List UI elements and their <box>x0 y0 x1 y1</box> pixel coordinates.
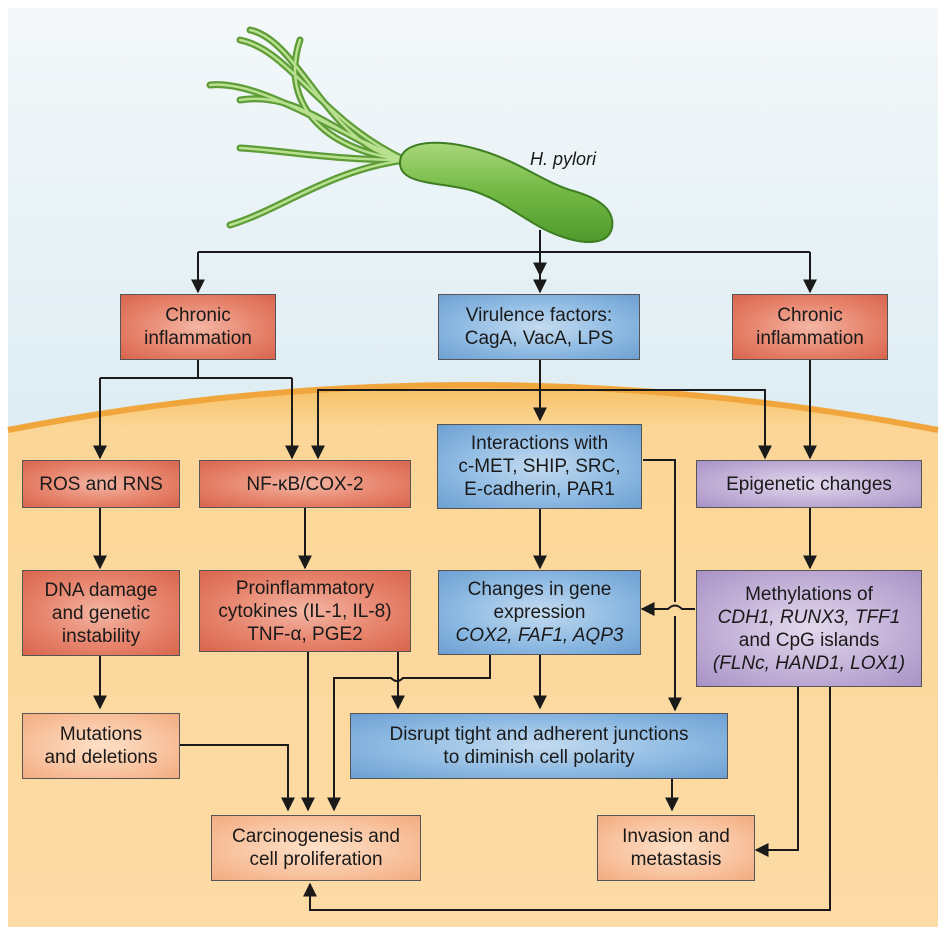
box-text: CDH1, RUNX3, TFF1 <box>717 606 901 628</box>
box-gene-expression: Changes in gene expression COX2, FAF1, A… <box>438 570 641 655</box>
box-text: instability <box>61 625 141 647</box>
box-text: and deletions <box>44 747 158 768</box>
box-text: and CpG islands <box>738 629 880 651</box>
box-text: Invasion and <box>622 826 730 847</box>
box-text: NF-κB/COX-2 <box>246 473 364 495</box>
box-text: c-MET, SHIP, SRC, <box>458 456 621 477</box>
box-carcinogenesis: Carcinogenesis and cell proliferation <box>211 815 421 881</box>
box-mutations-deletions: Mutations and deletions <box>22 713 180 779</box>
box-text: metastasis <box>630 849 722 870</box>
box-text: inflammation <box>144 328 252 349</box>
box-nfkb-cox2: NF-κB/COX-2 <box>199 460 411 508</box>
box-proinflammatory-cytokines: Proinflammatory cytokines (IL-1, IL-8) T… <box>199 570 411 652</box>
box-text: Interactions with <box>470 433 609 454</box>
box-text: ROS and RNS <box>39 473 163 495</box>
box-invasion-metastasis: Invasion and metastasis <box>597 815 755 881</box>
box-text: Disrupt tight and adherent junctions <box>389 724 689 745</box>
box-text: cell proliferation <box>249 849 383 870</box>
epithelial-cell <box>8 385 938 927</box>
box-text: Chronic <box>777 305 843 326</box>
box-text: (FLNc, HAND1, LOX1) <box>712 652 906 674</box>
box-disrupt-junctions: Disrupt tight and adherent junctions to … <box>350 713 728 779</box>
box-text: Chronic <box>165 305 231 326</box>
box-text: Changes in gene <box>467 579 612 600</box>
box-virulence-factors: Virulence factors: CagA, VacA, LPS <box>438 294 640 360</box>
box-text: DNA damage <box>44 579 158 601</box>
box-text: inflammation <box>756 328 864 349</box>
box-ros-rns: ROS and RNS <box>22 460 180 508</box>
box-text: COX2, FAF1, AQP3 <box>455 625 624 646</box>
box-text: and genetic <box>51 602 151 624</box>
box-text: E-cadherin, PAR1 <box>464 479 615 500</box>
box-text: TNF-α, PGE2 <box>247 623 363 645</box>
box-text: Epigenetic changes <box>726 473 892 495</box>
box-text: expression <box>493 602 586 623</box>
h-pylori-bacterium-icon <box>206 26 614 243</box>
cell-membrane <box>7 382 939 433</box>
organism-label: H. pylori <box>530 149 597 169</box>
box-text: Methylations of <box>745 583 873 605</box>
box-chronic-inflammation-left: Chronic inflammation <box>120 294 276 360</box>
connector-arrows <box>93 230 831 911</box>
box-text: Carcinogenesis and <box>232 826 400 847</box>
box-text: cytokines (IL-1, IL-8) <box>218 600 392 622</box>
box-text: Mutations <box>59 724 143 745</box>
box-text: Virulence factors: <box>465 305 613 326</box>
box-chronic-inflammation-right: Chronic inflammation <box>732 294 888 360</box>
box-text: Proinflammatory <box>235 577 375 599</box>
box-methylations: Methylations of CDH1, RUNX3, TFF1 and Cp… <box>696 570 922 687</box>
box-text: CagA, VacA, LPS <box>464 328 614 349</box>
box-dna-damage: DNA damage and genetic instability <box>22 570 180 656</box>
box-interactions: Interactions with c-MET, SHIP, SRC, E-ca… <box>437 424 642 509</box>
box-epigenetic-changes: Epigenetic changes <box>696 460 922 508</box>
box-text: to diminish cell polarity <box>443 747 635 768</box>
